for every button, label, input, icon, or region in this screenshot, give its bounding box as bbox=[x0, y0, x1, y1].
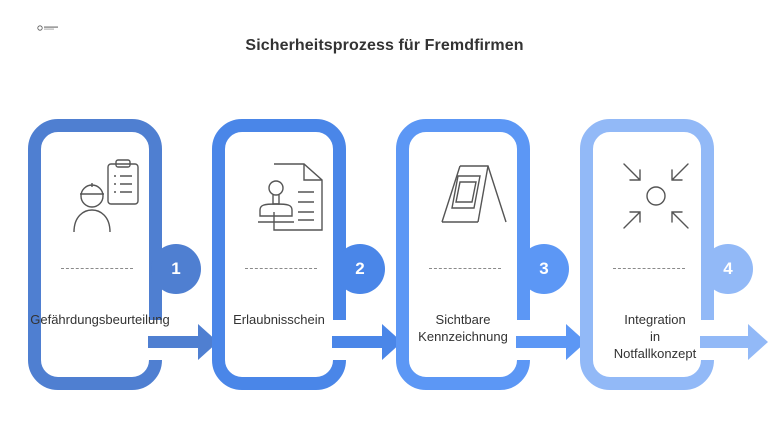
step-frame bbox=[396, 119, 530, 390]
step-label: Integration in Notfallkonzept bbox=[613, 312, 697, 361]
step-label: Gefährdungsbeurteilung bbox=[30, 312, 170, 327]
logo bbox=[37, 25, 58, 31]
step-number-badge: 3 bbox=[519, 244, 569, 294]
step-frame bbox=[28, 119, 162, 390]
step-number-badge: 2 bbox=[335, 244, 385, 294]
step-frame bbox=[212, 119, 346, 390]
signboard-icon bbox=[441, 165, 507, 223]
arrow-right-icon bbox=[148, 324, 218, 360]
step-label: Sichtbare Kennzeichnung bbox=[418, 312, 508, 344]
converging-arrows-icon bbox=[623, 163, 689, 229]
stamp-document-icon bbox=[258, 163, 323, 231]
step-number-badge: 4 bbox=[703, 244, 753, 294]
page-title: Sicherheitsprozess für Fremdfirmen bbox=[245, 37, 524, 54]
arrow-right-icon bbox=[700, 324, 768, 360]
step-number-badge: 1 bbox=[151, 244, 201, 294]
arrow-right-icon bbox=[516, 324, 586, 360]
worker-checklist-icon bbox=[73, 159, 139, 233]
arrow-right-icon bbox=[332, 324, 402, 360]
step-label: Erlaubnisschein bbox=[233, 312, 325, 327]
